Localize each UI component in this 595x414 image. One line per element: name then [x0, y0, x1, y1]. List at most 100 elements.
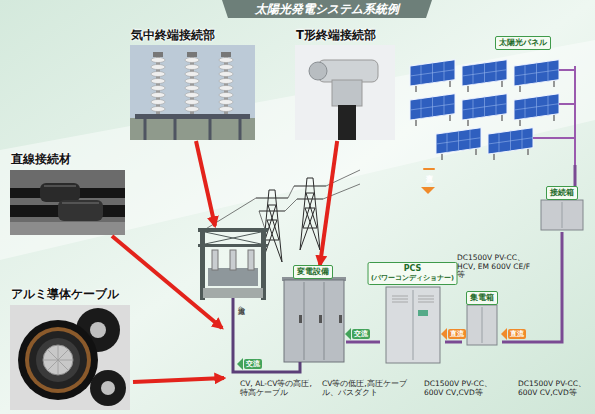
node-subtext: (パワーコンディショナー): [371, 274, 454, 283]
label-tag: PCS(パワーコンディショナー): [367, 262, 458, 285]
dc-current-badge: 直流: [423, 168, 435, 170]
node-label: 直線接続材: [8, 152, 127, 167]
aluminium-cable-photo: [43, 345, 73, 375]
power-conditioner: PCS(パワーコンディショナー): [380, 262, 445, 365]
photo-callout: アルミ導体ケーブル: [8, 287, 132, 411]
node-label: 太陽光パネル: [499, 38, 547, 48]
leader-arrow: [112, 236, 222, 328]
ac-current-badge: 交流: [244, 359, 262, 369]
pcs-cabinet-icon: [392, 296, 434, 302]
outdoor-termination-photo: [130, 45, 255, 140]
substation-cabinet-icon: [339, 315, 342, 323]
straight-joint-photo: [10, 188, 125, 198]
solar-panels: [416, 81, 554, 160]
junction-box-icon: [541, 200, 583, 230]
solar-panels: [488, 128, 533, 154]
photo-callout: 直線接続材: [8, 152, 127, 237]
solar-panels: [514, 94, 559, 120]
aluminium-cable-photo: [101, 381, 115, 395]
t-termination-photo: [295, 45, 395, 140]
straight-joint-photo: [44, 186, 99, 203]
collector-box-icon: [482, 307, 483, 343]
substation-cabinet-icon: [304, 282, 324, 360]
dc-current-badge: 直流: [448, 329, 466, 339]
aluminium-cable-photo: [10, 305, 130, 410]
substation-cabinet-icon: [284, 280, 344, 362]
straight-joint-photo: [10, 222, 125, 235]
solar-panels: [410, 60, 455, 86]
transmission-tower: [294, 178, 326, 250]
label-tag: 接続箱: [546, 186, 578, 200]
junction-box-icon: [562, 202, 563, 228]
substation-cabinet-icon: [299, 315, 302, 323]
t-termination-photo: [332, 80, 362, 106]
pcs-cabinet-icon: [386, 287, 440, 363]
label-tag: 変電設備: [293, 265, 333, 279]
straight-joint-photo: [10, 170, 125, 235]
cable-spec-note: DC1500V PV-CC、HCV, EM 600V CE/F等: [457, 254, 537, 280]
t-termination-photo: [318, 60, 378, 82]
switchyard-structure: [248, 250, 254, 270]
photo-callout: T形終端接続部: [293, 28, 397, 141]
power-cable: [445, 341, 462, 344]
switchyard-structure: [198, 244, 268, 247]
current-arrow-tip: [237, 358, 243, 370]
t-termination-photo: [295, 45, 395, 140]
node-label: アルミ導体ケーブル: [8, 287, 132, 302]
switchyard-structure: [200, 228, 205, 300]
label-tag: 太陽光パネル: [495, 36, 551, 50]
collector-box: 集電箱: [462, 291, 502, 348]
cable-spec-note: CV等の低圧,高圧ケーブル、バスダクト: [322, 380, 414, 397]
outdoor-termination-photo: [185, 52, 199, 114]
power-line: [204, 170, 360, 232]
node-label: 気中終端接続部: [128, 28, 256, 43]
aluminium-cable-photo: [90, 370, 126, 406]
cable-spec-note: DC1500V PV-CC、600V CV,CVD等: [518, 380, 590, 397]
outdoor-termination-photo: [135, 114, 250, 119]
switchyard-structure: [198, 228, 268, 232]
cable-spec-note: DC1500V PV-CC、600V CV,CVD等: [424, 380, 496, 397]
aluminium-cable-photo: [29, 331, 87, 389]
aluminium-cable-photo: [43, 345, 73, 375]
pcs-cabinet-icon: [386, 287, 440, 363]
t-termination-photo: [338, 105, 356, 140]
leader-arrow: [133, 378, 224, 382]
cable-note: 電力線へ: [237, 303, 244, 310]
pcs-cabinet-icon: [418, 310, 428, 316]
substation-cabinet-icon: [282, 277, 346, 281]
switchyard-structure: [203, 288, 263, 298]
leader-arrow: [196, 141, 215, 226]
aluminium-cable-photo: [25, 327, 91, 393]
solar-panels: [462, 94, 507, 120]
aluminium-cable-photo: [10, 305, 130, 410]
substation-cabinet-icon: [319, 315, 322, 323]
panel-wiring: [533, 66, 575, 165]
power-line: [204, 170, 360, 232]
solar-panels: [462, 60, 507, 86]
solar-panels: [436, 128, 481, 154]
ac-current-badge: 交流: [352, 329, 370, 339]
power-cable: [502, 232, 562, 342]
node-label: 変電設備: [297, 267, 329, 277]
transmission-tower: [256, 178, 326, 262]
collector-box-icon: [467, 305, 497, 345]
substation-cabinet-icon: [282, 277, 346, 362]
solar-panels: [410, 94, 455, 120]
callout-arrow: [320, 141, 337, 265]
straight-joint-photo: [10, 170, 125, 235]
node-label: 接続箱: [550, 188, 574, 198]
current-arrow-tip: [237, 187, 507, 370]
outdoor-termination-photo: [130, 45, 255, 140]
switchyard-structure: [205, 232, 261, 244]
high-voltage-cable: [233, 298, 300, 372]
solar-panel-array: 太陽光パネル: [405, 36, 590, 165]
current-arrow-tip: [421, 187, 435, 194]
straight-joint-photo: [40, 183, 80, 202]
solar-panels: [410, 60, 559, 160]
